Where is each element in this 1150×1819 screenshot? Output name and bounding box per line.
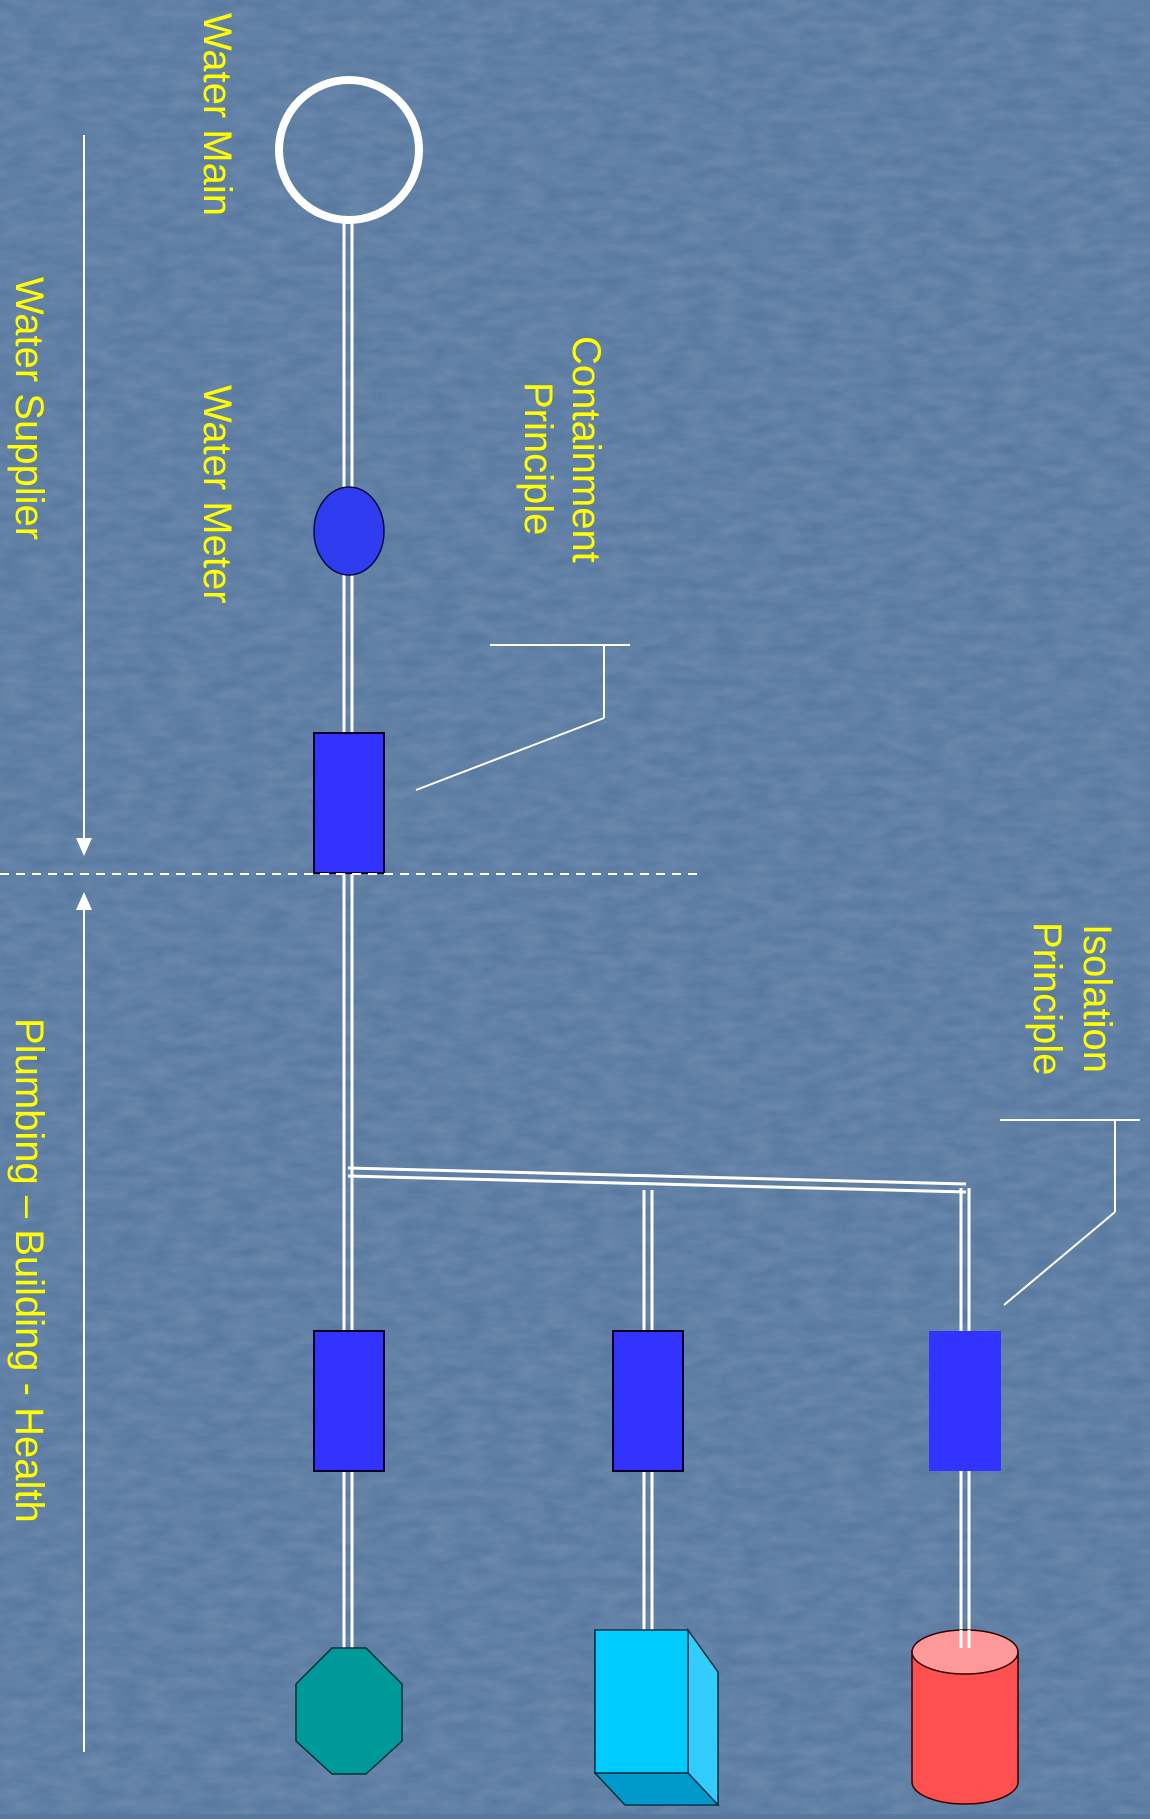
containment-label-line1: Containment [564, 336, 608, 563]
containment-device-icon [313, 732, 385, 874]
cylinder-inlet-pipe [959, 1630, 971, 1648]
isolation-callout [1000, 1119, 1140, 1306]
isolation-device-3-icon [929, 1331, 1001, 1471]
containment-label-line2: Principle [516, 382, 560, 535]
isolation-device-1-icon [313, 1330, 385, 1472]
box-fixture-icon [593, 1627, 720, 1807]
cylinder-fixture-icon [911, 1629, 1019, 1805]
plumbing-arrow [76, 892, 92, 1752]
octagon-fixture-icon [295, 1647, 403, 1775]
water-main-label: Water Main [195, 13, 239, 216]
isolation-device-2-icon [612, 1330, 684, 1472]
plumbing-label: Plumbing – Building - Health [7, 1018, 51, 1523]
water-meter-icon [313, 486, 385, 576]
branch-pipe [347, 1166, 967, 1194]
isolation-label-line2: Principle [1025, 922, 1069, 1075]
water-supplier-label: Water Supplier [7, 277, 51, 540]
water-main-icon [275, 76, 423, 224]
containment-callout [415, 644, 630, 791]
water-meter-label: Water Meter [195, 385, 239, 604]
water-supplier-arrow [76, 135, 92, 856]
isolation-label-line1: Isolation [1075, 924, 1119, 1073]
